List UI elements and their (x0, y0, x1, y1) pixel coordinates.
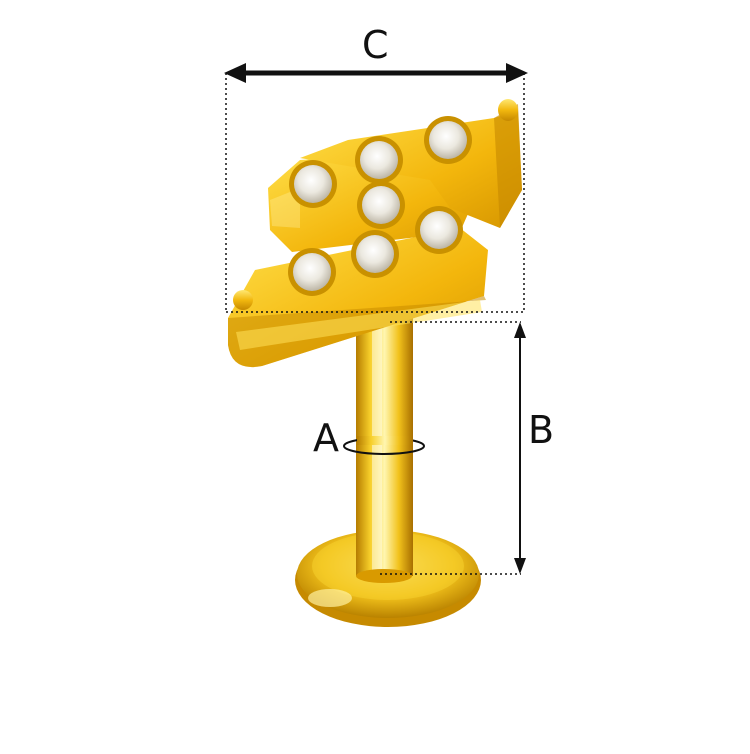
dimension-label-b: B (528, 408, 555, 452)
gem (357, 181, 405, 229)
gem-set (288, 116, 472, 296)
dimension-a (343, 436, 425, 455)
gem (351, 230, 399, 278)
dimension-c (224, 63, 528, 313)
gem (355, 136, 403, 184)
dimension-b (380, 321, 526, 575)
gem (415, 206, 463, 254)
dimension-label-a: A (313, 416, 339, 460)
gem (288, 248, 336, 296)
gem (289, 160, 337, 208)
dimension-label-c: C (362, 23, 389, 67)
base-disc (295, 530, 481, 627)
shaft (356, 318, 413, 583)
gem (424, 116, 472, 164)
